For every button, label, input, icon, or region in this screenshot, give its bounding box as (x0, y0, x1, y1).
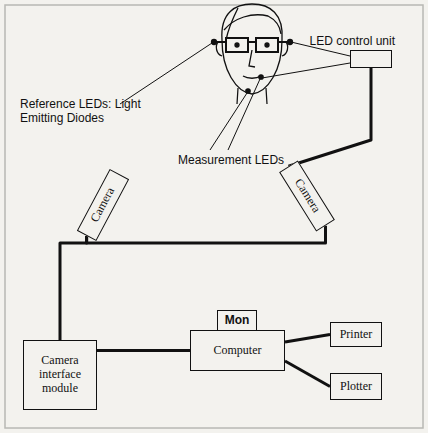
cable-line (97, 349, 190, 352)
camera-box: Camera (279, 160, 335, 231)
frame (5, 5, 423, 428)
callout-label: Reference LEDs: Light Emitting Diodes (20, 97, 145, 126)
node-text: Camera (291, 177, 322, 216)
camera-box: Camera (77, 169, 129, 241)
control-unit-box: LED control unit (350, 50, 392, 68)
node-text: Computer (214, 344, 262, 358)
node-text: Camera interface module (24, 354, 96, 395)
node-text: LED control unit (310, 35, 395, 49)
node-text: Mon (225, 314, 250, 328)
node-text: Printer (340, 328, 373, 342)
computer-box: Computer (190, 330, 285, 371)
node-text: Plotter (340, 380, 372, 394)
plotter-box: Plotter (330, 373, 382, 400)
leader-lines (120, 42, 350, 150)
cable-line (87, 226, 326, 243)
interface-box: Camera interface module (23, 340, 97, 410)
face-figure (212, 4, 293, 104)
callout-label: Measurement LEDs (178, 153, 318, 167)
node-text: Camera (88, 185, 118, 224)
printer-box: Printer (330, 322, 382, 347)
cable-line (60, 236, 87, 340)
monitor-box: Mon (217, 310, 257, 331)
cable-line (285, 335, 330, 343)
cable-line (289, 68, 372, 166)
cable-line (285, 361, 330, 387)
